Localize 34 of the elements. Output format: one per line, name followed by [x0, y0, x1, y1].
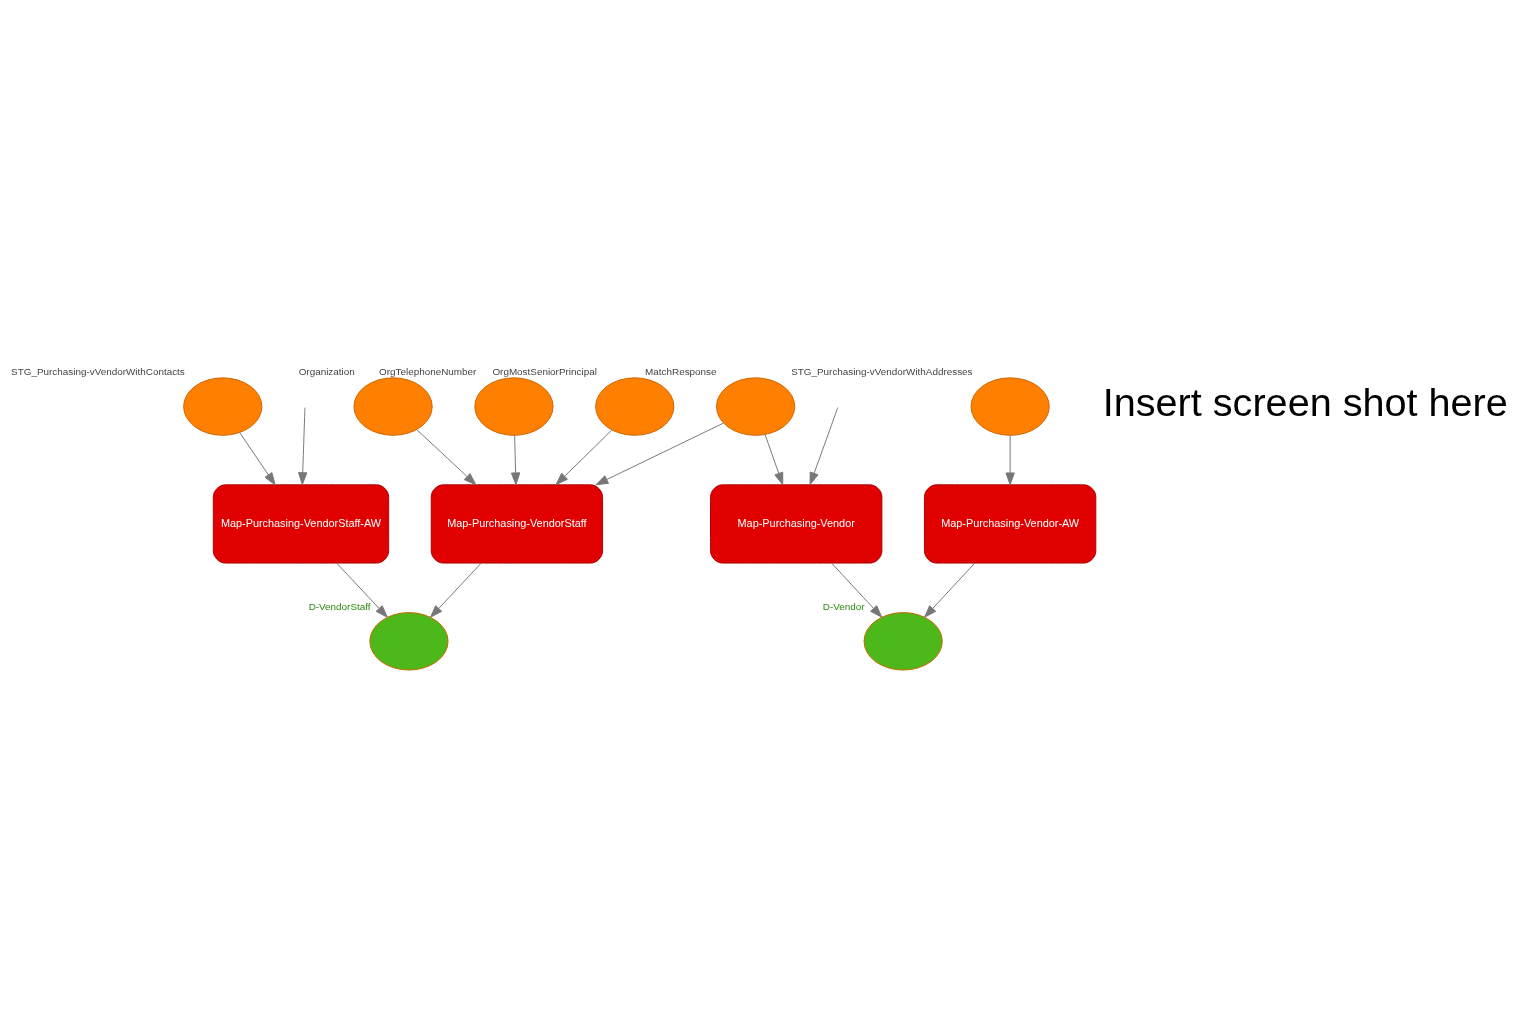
node-ellipse	[353, 376, 433, 436]
node-ellipse	[595, 376, 675, 436]
arrow	[555, 429, 613, 485]
arrow	[510, 434, 521, 485]
node-ellipse	[369, 611, 449, 671]
arrow	[430, 562, 482, 618]
arrow	[1005, 434, 1015, 485]
node-box: Map-Purchasing-VendorStaff-AW	[212, 483, 390, 564]
node-label: MatchResponse	[645, 365, 717, 377]
node-ellipse	[715, 376, 796, 436]
arrow	[764, 433, 784, 485]
node-label: Organization	[298, 365, 355, 377]
node-label: OrgTelephoneNumber	[379, 365, 477, 377]
node-box: Map-Purchasing-Vendor	[710, 483, 883, 564]
node-ellipse	[970, 376, 1050, 436]
node-box: Map-Purchasing-VendorStaff	[430, 483, 604, 564]
node-label: D-VendorStaff	[308, 600, 371, 612]
arrow	[924, 562, 975, 618]
node-label: STG_Purchasing-vVendorWithContacts	[11, 365, 185, 377]
arrow	[336, 562, 388, 618]
arrow	[239, 431, 276, 485]
node-ellipse	[863, 611, 943, 671]
node-label: STG_Purchasing-vVendorWithAddresses	[791, 365, 973, 377]
arrow	[416, 428, 477, 485]
arrow	[809, 406, 839, 485]
node-ellipse	[474, 376, 554, 436]
arrow	[595, 422, 724, 485]
node-label: D-Vendor	[822, 600, 865, 612]
node-box: Map-Purchasing-Vendor-AW	[923, 483, 1097, 564]
arrow	[298, 406, 308, 485]
label: Insert screen shot here	[1102, 379, 1508, 424]
arrow	[831, 562, 883, 618]
node-ellipse	[183, 376, 263, 436]
node-label: OrgMostSeniorPrincipal	[492, 365, 597, 377]
